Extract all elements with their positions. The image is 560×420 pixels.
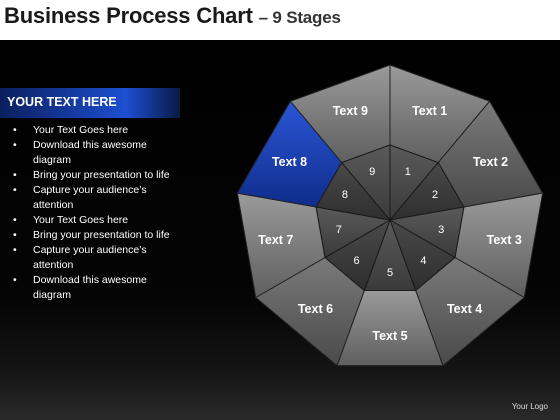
- segment-label-2: Text 2: [473, 155, 508, 169]
- bullet-item: Capture your audience’s attention: [6, 243, 181, 273]
- sidebar-heading-bar: YOUR TEXT HERE: [0, 88, 180, 118]
- segment-number-2: 2: [432, 189, 438, 201]
- segment-label-7: Text 7: [258, 233, 293, 247]
- bullet-item: Capture your audience’s attention: [6, 183, 181, 213]
- segment-label-8: Text 8: [272, 155, 307, 169]
- segment-number-6: 6: [354, 255, 360, 267]
- segment-number-8: 8: [342, 189, 348, 201]
- sidebar-heading: YOUR TEXT HERE: [7, 95, 117, 109]
- logo-text: Your Logo: [511, 402, 548, 411]
- segment-label-5: Text 5: [372, 329, 407, 343]
- bullet-item: Your Text Goes here: [6, 123, 181, 138]
- inner-wedge-9: [340, 144, 391, 222]
- segment-label-4: Text 4: [447, 302, 482, 316]
- segment-number-7: 7: [336, 224, 342, 236]
- page-subtitle: – 9 Stages: [258, 8, 341, 27]
- segment-number-4: 4: [420, 255, 426, 267]
- bullet-item: Bring your presentation to life: [6, 228, 181, 243]
- segment-number-1: 1: [405, 166, 411, 178]
- segment-number-5: 5: [387, 267, 393, 279]
- bullet-list: Your Text Goes here Download this awesom…: [6, 123, 181, 303]
- bullet-item: Download this awesome diagram: [6, 273, 181, 303]
- bullet-item: Download this awesome diagram: [6, 138, 181, 168]
- header-bar: Business Process Chart – 9 Stages: [0, 0, 560, 40]
- segment-label-9: Text 9: [333, 104, 368, 118]
- page-title: Business Process Chart – 9 Stages: [4, 3, 341, 28]
- segment-number-3: 3: [438, 224, 444, 236]
- segment-label-3: Text 3: [487, 233, 522, 247]
- bullet-item: Bring your presentation to life: [6, 168, 181, 183]
- segment-number-9: 9: [369, 166, 375, 178]
- segment-label-6: Text 6: [298, 302, 333, 316]
- segment-label-1: Text 1: [412, 104, 447, 118]
- bullet-item: Your Text Goes here: [6, 213, 181, 228]
